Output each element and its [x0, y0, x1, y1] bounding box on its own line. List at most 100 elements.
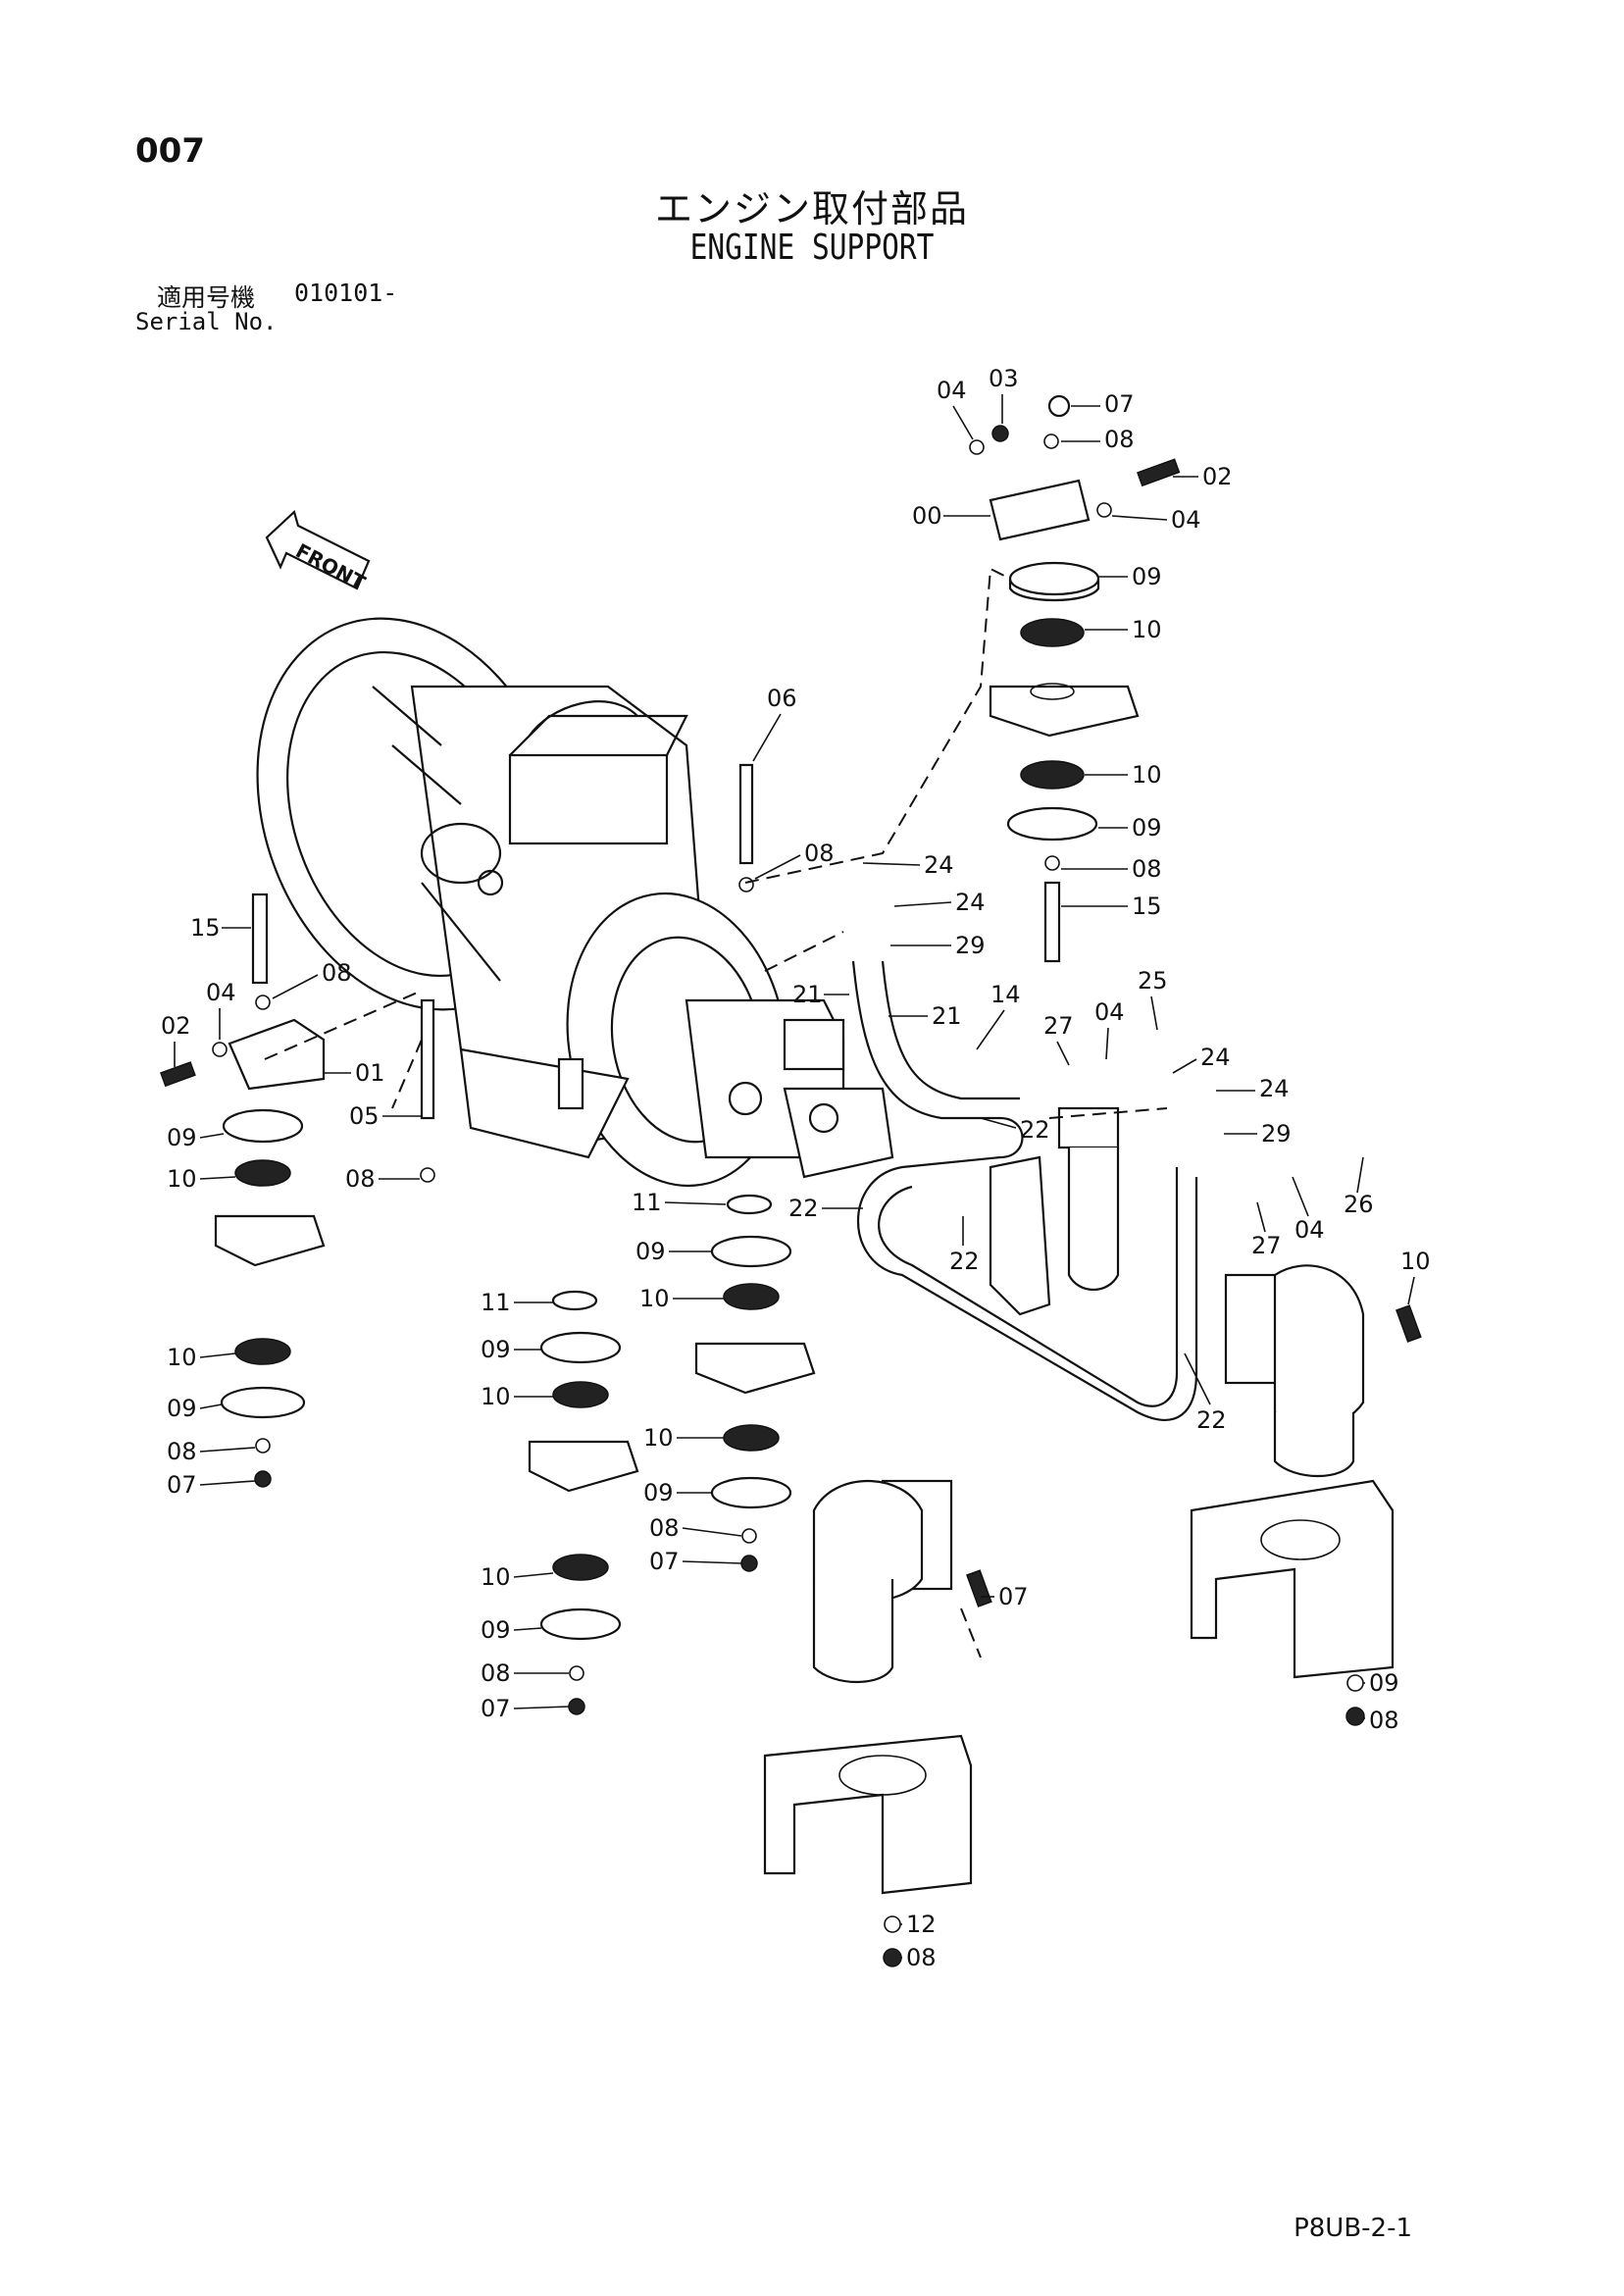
callout-label: 04	[206, 979, 236, 1006]
callout-label: 24	[924, 851, 954, 879]
callout-label: 10	[167, 1165, 197, 1193]
callout-label: 24	[1200, 1044, 1231, 1071]
upper-right-mount-stack	[969, 394, 1181, 963]
callout-label: 26	[1344, 1191, 1374, 1218]
leader-line	[980, 1117, 1017, 1129]
callout-label: 04	[1171, 506, 1201, 534]
callout-label: 08	[804, 840, 835, 867]
callout-label: 10	[481, 1383, 511, 1410]
callout-label: 07	[481, 1695, 511, 1722]
callout-label: 09	[1132, 814, 1162, 842]
callout-label: 22	[949, 1248, 980, 1275]
leader-line	[752, 713, 782, 762]
callout-label: 08	[481, 1659, 511, 1687]
leader-line	[682, 1560, 742, 1564]
callout-label: 22	[1020, 1116, 1050, 1144]
leader-line	[199, 1133, 225, 1139]
callout-label: 22	[1196, 1406, 1227, 1434]
leader-line	[893, 901, 952, 907]
leader-line	[513, 1627, 542, 1631]
callout-label: 10	[643, 1424, 674, 1452]
callout-label: 08	[1132, 855, 1162, 883]
leader-line	[754, 854, 801, 880]
callout-label: 00	[912, 502, 942, 530]
callout-label: 24	[955, 889, 986, 916]
callout-label: 15	[190, 914, 221, 942]
callout-label: 12	[906, 1911, 937, 1938]
serial-label-japanese: 適用号機	[157, 283, 256, 312]
callout-label: 14	[990, 981, 1021, 1008]
callout-labels: 04 03 07 08 02 00 04 09 10 10 09 08 15 0…	[161, 365, 1431, 1971]
callout-label: 05	[349, 1102, 380, 1130]
leader-line	[513, 1572, 554, 1578]
front-arrow-icon: FRONT	[265, 509, 371, 594]
callout-label: 10	[1132, 616, 1162, 643]
leader-line	[682, 1527, 742, 1537]
callout-label: 21	[932, 1002, 962, 1030]
page-code: P8UB-2-1	[1294, 2214, 1412, 2243]
callout-label: 08	[322, 959, 352, 987]
callout-label: 07	[998, 1583, 1029, 1610]
callout-label: 04	[1294, 1216, 1325, 1244]
callout-label: 07	[649, 1548, 680, 1575]
callout-label: 08	[906, 1944, 937, 1971]
leader-line	[1172, 1058, 1197, 1074]
callout-label: 09	[167, 1124, 197, 1151]
callout-label: 11	[632, 1189, 662, 1216]
callout-label: 10	[167, 1344, 197, 1371]
callout-label: 10	[1132, 761, 1162, 789]
leader-line	[1184, 1352, 1211, 1405]
callout-label: 09	[481, 1616, 511, 1644]
callout-label: 25	[1138, 967, 1168, 995]
leader-line	[1292, 1176, 1309, 1217]
callout-label: 06	[767, 685, 797, 712]
callout-label: 27	[1043, 1012, 1074, 1040]
callout-label: 09	[643, 1479, 674, 1506]
leader-line	[1150, 995, 1158, 1031]
callout-label: 11	[481, 1289, 511, 1316]
callout-label: 24	[1259, 1075, 1290, 1102]
callout-label: 04	[1094, 998, 1125, 1026]
callout-label: 01	[355, 1059, 385, 1087]
leader-line	[513, 1706, 570, 1709]
serial-number-value: 010101-	[294, 279, 398, 307]
leader-line	[1056, 1041, 1070, 1066]
leader-line	[199, 1480, 256, 1486]
leader-line	[199, 1447, 256, 1453]
lower-right-motor-and-bracket	[1190, 1264, 1422, 1726]
callout-label: 10	[639, 1285, 670, 1312]
callout-label: 08	[1104, 426, 1135, 453]
callout-label: 15	[1132, 893, 1162, 920]
leader-line	[862, 862, 921, 866]
callout-label: 27	[1251, 1232, 1282, 1259]
callout-label: 10	[1400, 1248, 1431, 1275]
leader-line	[1356, 1156, 1364, 1194]
leader-line	[1256, 1201, 1266, 1233]
engine-assembly	[256, 617, 894, 1188]
callout-label: 02	[161, 1012, 191, 1040]
leader-line	[199, 1176, 236, 1180]
callout-label: 07	[1104, 390, 1135, 418]
callout-label: 09	[167, 1395, 197, 1422]
callout-label: 09	[1132, 563, 1162, 590]
callout-label: 02	[1202, 463, 1233, 490]
callout-label: 29	[955, 932, 986, 959]
leader-line	[976, 1009, 1005, 1050]
callout-label: 22	[788, 1195, 819, 1222]
callout-label: 08	[1369, 1707, 1399, 1734]
leader-line	[952, 405, 974, 440]
page-number: 007	[135, 131, 205, 171]
leader-line	[1111, 515, 1168, 521]
callout-label: 09	[481, 1336, 511, 1363]
title-english: ENGINE SUPPORT	[689, 228, 935, 268]
callout-label: 03	[989, 365, 1019, 392]
callout-label: 21	[792, 981, 823, 1008]
leader-line	[1105, 1027, 1109, 1060]
callout-label: 08	[345, 1165, 376, 1193]
callout-label: 04	[937, 377, 967, 404]
callout-label: 09	[635, 1238, 666, 1265]
leader-line	[272, 974, 319, 999]
serial-label-english: Serial No.	[135, 308, 278, 335]
hydraulic-hoses-and-filter	[851, 960, 1198, 1421]
